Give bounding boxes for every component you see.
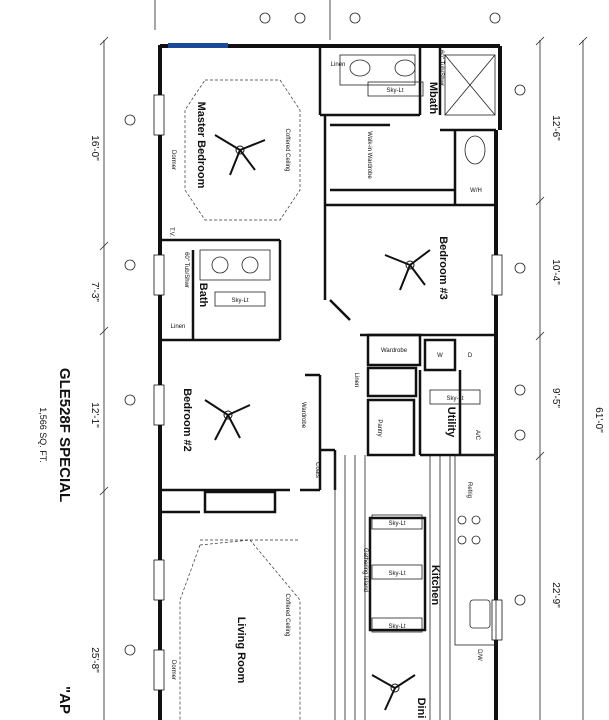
dim-left-4: 25'-8" [89, 647, 100, 673]
ceiling-fan-icon [371, 674, 416, 711]
skylight: Sky-Lt [429, 389, 481, 405]
label-sky-light: Sky-Lt [386, 88, 403, 94]
room-utility: Utility [445, 407, 457, 438]
skylight: Sky-Lt [367, 81, 424, 97]
label-sky-light: Sky-Lt [388, 624, 405, 630]
skylight: Sky-Lt [371, 564, 423, 580]
label-tub-shower: 60" Tub/Shwr [183, 252, 189, 288]
label-dormer: Dormer [170, 660, 176, 680]
label-sky-light: Sky-Lt [388, 521, 405, 527]
label-linen-bath: Linen [171, 324, 186, 330]
label-gathering-island: Gathering Island [362, 548, 368, 592]
sink-icon [469, 599, 491, 629]
skylight: Sky-Lt [214, 291, 266, 307]
label-pantry: Pantry [376, 419, 382, 436]
label-tub-shower: 60" Tub/Shwr [438, 50, 444, 86]
room-living-room: Living Room [235, 617, 247, 684]
dim-left-2: 7'-3" [89, 282, 100, 302]
dim-left-3: 12'-1" [89, 402, 100, 428]
label-wardrobe-bed2: Wardrobe [300, 402, 306, 429]
label-coats: Coats [314, 462, 320, 478]
room-bath: Bath [197, 283, 209, 308]
label-coffered-ceiling: Coffered Ceiling [284, 129, 290, 172]
room-walk-in-wardrobe: Walk-in Wardrobe [366, 131, 372, 179]
outlet-symbols [124, 12, 526, 656]
interior-walls [160, 46, 497, 646]
dimension-lines [99, 0, 588, 720]
label-linen: Linen [353, 373, 359, 388]
exterior-walls [153, 43, 503, 720]
dim-right-1: 12'-6" [550, 115, 561, 141]
ceiling-fan-icon [204, 399, 251, 441]
label-refrig: Refrig [466, 482, 472, 498]
room-master-bedroom: Master Bedroom [195, 102, 207, 189]
coffered-ceilings [179, 79, 301, 720]
label-wardrobe: Wardrobe [381, 348, 408, 354]
dim-right-3: 9'-5" [550, 388, 561, 408]
room-mbath: Mbath [427, 82, 439, 115]
label-sky-light: Sky-Lt [388, 571, 405, 577]
label-washer: W [437, 353, 443, 359]
label-dormer: Dormer [170, 150, 176, 170]
dim-right-4: 22'-9" [550, 582, 561, 608]
label-dw: D/W [476, 649, 482, 661]
ceiling-fan-icon [384, 249, 431, 291]
room-kitchen: Kitchen [429, 565, 441, 606]
label-dryer: D [468, 353, 473, 359]
label-coffered-ceiling: Coffered Ceiling [284, 594, 290, 637]
bath-fixtures [199, 54, 496, 281]
label-ac: A/C [474, 430, 480, 441]
ceiling-fan-icon [214, 134, 266, 176]
label-wh: W/H [470, 188, 482, 194]
room-dining: Dini [415, 698, 427, 719]
room-bedroom-2: Bedroom #2 [181, 388, 193, 452]
model-title: GLE528F SPECIAL [56, 368, 73, 502]
label-linen-mbath: Linen [331, 62, 346, 68]
label-tv: T.V. [168, 227, 174, 237]
skylight: Sky-Lt [371, 514, 423, 530]
dim-total: 61'-0" [593, 407, 604, 433]
wood-floor [334, 455, 451, 720]
dim-right-2: 10'-4" [550, 259, 561, 285]
label-sky-light: Sky-Lt [231, 298, 248, 304]
range-icon [457, 515, 481, 545]
room-bedroom-3: Bedroom #3 [437, 236, 449, 300]
skylight: Sky-Lt [371, 617, 423, 633]
label-sky-light: Sky-Lt [446, 396, 463, 402]
area-label: 1,566 SQ. FT. [38, 407, 48, 463]
dim-left-1: 16'-0" [89, 135, 100, 161]
partial-title: "AP [56, 686, 73, 714]
